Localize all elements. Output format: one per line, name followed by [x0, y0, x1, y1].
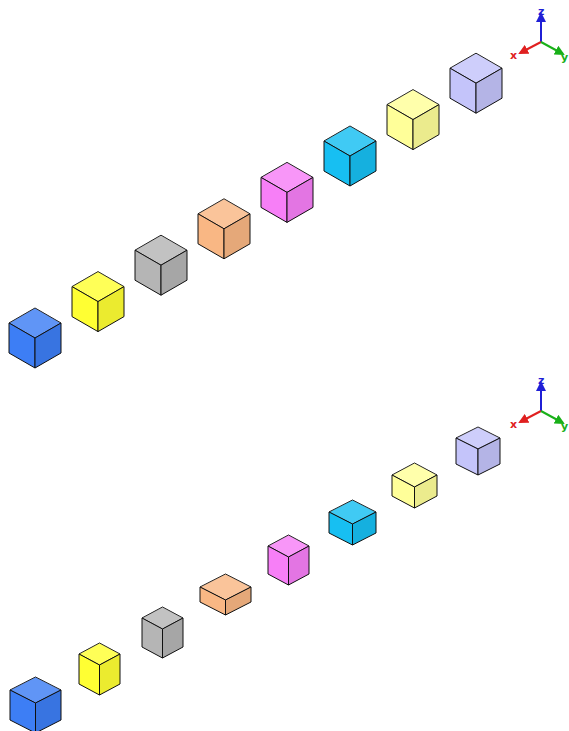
cube-shade	[98, 287, 124, 332]
cube-shade	[415, 475, 438, 508]
axis-arrow	[541, 411, 563, 423]
axis-label: x	[510, 419, 517, 430]
cube-shade	[163, 618, 184, 658]
cube-face	[387, 105, 413, 150]
axis-arrow	[520, 411, 541, 422]
cube-shade	[478, 438, 500, 475]
cube-shade	[35, 323, 61, 368]
cube-face	[163, 618, 184, 658]
axis-label: y	[561, 52, 568, 63]
cube-face	[79, 654, 100, 695]
cube	[135, 235, 187, 295]
cube	[10, 677, 61, 731]
cube-face	[268, 546, 289, 585]
cube	[456, 427, 500, 475]
cube-shade	[100, 654, 121, 695]
cube-shade	[226, 587, 252, 615]
cube	[200, 574, 251, 615]
cube	[392, 463, 437, 508]
cube-face	[226, 587, 252, 615]
axis-arrow	[541, 42, 563, 54]
cube-shade	[413, 105, 439, 150]
axis-triad	[520, 14, 563, 54]
cube-face	[287, 177, 313, 222]
cube-shade	[353, 512, 377, 545]
cube	[387, 90, 439, 150]
cube-face	[161, 250, 187, 295]
cube-face	[72, 287, 98, 332]
cube-face	[200, 587, 226, 615]
cube-face	[456, 438, 478, 475]
axis-label: y	[561, 421, 568, 432]
cube-shade	[350, 141, 376, 186]
axis-label: z	[538, 6, 544, 17]
cube-face	[135, 250, 161, 295]
cube-face	[415, 475, 438, 508]
cube-face	[36, 690, 62, 731]
cube	[9, 308, 61, 368]
cube-face	[100, 654, 121, 695]
cube-face	[289, 546, 310, 585]
cube	[450, 53, 502, 113]
cube-face	[261, 177, 287, 222]
cube-face	[142, 618, 163, 658]
cube	[324, 126, 376, 186]
cube-face	[413, 105, 439, 150]
cube-face	[98, 287, 124, 332]
cube-face	[9, 323, 35, 368]
cube-face	[392, 475, 415, 508]
cube	[72, 272, 124, 332]
axis-arrow	[520, 42, 541, 53]
axis-arrow	[540, 14, 542, 42]
cube-face	[450, 68, 476, 113]
cube	[268, 535, 309, 585]
cube-shade	[36, 690, 62, 731]
cube-face	[478, 438, 500, 475]
cube-face	[476, 68, 502, 113]
cube-shade	[287, 177, 313, 222]
axis-label: z	[538, 375, 544, 386]
cube-shade	[224, 214, 250, 259]
cube	[142, 607, 183, 658]
cube-face	[350, 141, 376, 186]
cube-face	[324, 141, 350, 186]
axis-triad	[520, 383, 563, 423]
cube-shade	[289, 546, 310, 585]
cube-shade	[161, 250, 187, 295]
axis-arrow	[540, 383, 542, 411]
cube-face	[224, 214, 250, 259]
cube	[79, 643, 120, 695]
cube-shade	[476, 68, 502, 113]
cube	[329, 500, 376, 545]
cube-face	[10, 690, 36, 731]
cube-face	[329, 512, 353, 545]
cube-face	[198, 214, 224, 259]
axis-label: x	[510, 50, 517, 61]
cube-face	[35, 323, 61, 368]
cube-face	[353, 512, 377, 545]
cube	[261, 162, 313, 222]
cube	[198, 199, 250, 259]
